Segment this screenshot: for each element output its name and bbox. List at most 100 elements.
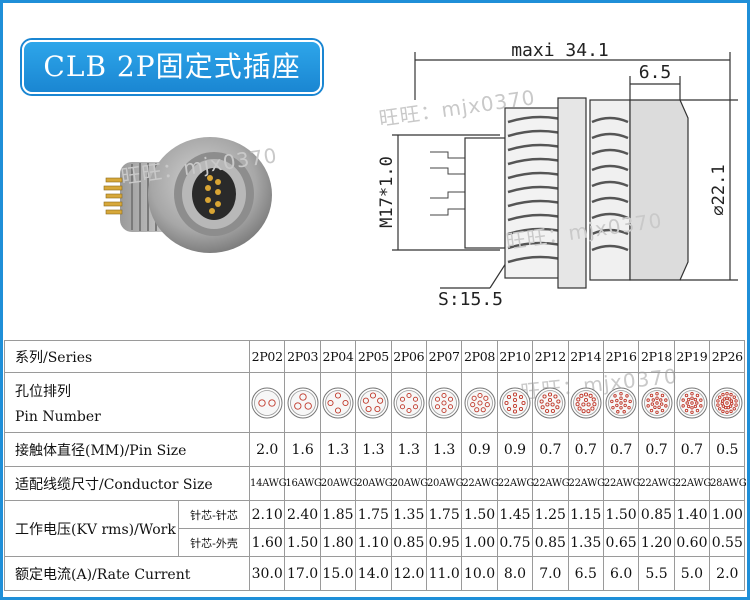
pin-layout-cell — [602, 372, 640, 433]
voltage-row-pin-pin: 工作电压(KV rms)/Work 针芯-针芯 2.10 2.40 1.85 1… — [4, 500, 746, 557]
current-row: 额定电流(A)/Rate Current 30.0 17.0 15.0 14.0… — [3, 556, 746, 591]
pin-hole — [512, 408, 517, 414]
conductor-cell: 22AWG — [532, 466, 570, 501]
pin-hole — [660, 393, 664, 397]
pin-hole — [512, 403, 517, 408]
pin-layout-icon — [570, 387, 602, 418]
pin-hole — [658, 397, 662, 402]
pin-hole — [484, 401, 490, 407]
pin-hole — [729, 403, 733, 408]
pin-hole — [734, 398, 739, 403]
pin-layout-cell — [638, 372, 675, 433]
series-cell: 2P04 — [319, 340, 357, 373]
pin-hole — [654, 400, 659, 405]
diameter-label: ⌀22.1 — [709, 164, 729, 215]
pin-size-cell: 1.3 — [390, 432, 427, 467]
pin-pin-cell: 1.15 — [567, 500, 604, 529]
pin-pin-cell: 1.45 — [496, 500, 534, 529]
pin-pin-cell: 1.75 — [355, 500, 392, 529]
current-cell: 14.0 — [355, 556, 392, 591]
pin-hole — [684, 393, 689, 397]
pin-hole — [583, 391, 588, 397]
pin-hole — [619, 391, 623, 395]
current-cell: 10.0 — [461, 556, 498, 591]
pin-hole — [471, 395, 477, 401]
conductor-cell: 16AWG — [284, 466, 322, 501]
current-cell: 6.0 — [602, 556, 640, 591]
pin-size-cell: 1.3 — [425, 432, 463, 467]
pin-hole — [615, 403, 619, 407]
pin-size-cell: 0.7 — [567, 432, 604, 467]
pin-pin-cell: 0.85 — [638, 500, 675, 529]
pin-hole — [334, 406, 342, 414]
pin-hole — [521, 400, 526, 405]
spec-table: 系列/Series 2P02 2P03 2P04 2P05 2P06 2P07 … — [3, 340, 747, 591]
pin-hole — [590, 406, 595, 411]
pin-size-cell: 0.7 — [602, 432, 640, 467]
pin-layout-icon — [711, 387, 743, 418]
pin-hole — [654, 395, 659, 400]
pin-hole — [435, 396, 441, 402]
pin-shell-cell: 1.35 — [567, 528, 604, 557]
pin-layout-cell — [390, 372, 427, 433]
pin-hole — [690, 405, 694, 409]
conductor-cell: 20AWG — [319, 466, 357, 501]
conductor-cell: 14AWG — [249, 466, 287, 501]
pin-hole — [556, 398, 561, 404]
pin-hole — [690, 395, 694, 400]
pin-shell-label: 针芯-外壳 — [177, 528, 251, 557]
pin-hole — [592, 401, 597, 406]
pin-pin-cell: 1.00 — [709, 500, 746, 529]
pin-hole — [686, 397, 691, 401]
pin-layout-icon — [676, 387, 708, 418]
series-cell: 2P05 — [355, 340, 392, 373]
pin-hole — [298, 392, 307, 401]
product-photo — [103, 137, 272, 253]
pin-layout-label-en: Pin Number — [15, 408, 101, 425]
pin-hole — [732, 406, 737, 410]
pin-hole — [729, 409, 734, 413]
pin-hole — [550, 401, 555, 407]
pin-hole — [695, 393, 700, 397]
series-cell: 2P14 — [567, 340, 604, 373]
pin-hole — [512, 391, 517, 397]
pin-shell-cell: 1.10 — [355, 528, 392, 557]
series-row: 系列/Series 2P02 2P03 2P04 2P05 2P06 2P07 … — [3, 340, 746, 373]
pin-hole — [482, 395, 488, 401]
pin-size-row: 接触体直径(MM)/Pin Size 2.0 1.6 1.3 1.3 1.3 1… — [3, 432, 746, 467]
pin-hole — [718, 406, 722, 410]
pin-hole — [615, 398, 619, 402]
current-cell: 11.0 — [425, 556, 463, 591]
pin-hole — [645, 403, 650, 408]
pin-hole — [435, 403, 441, 409]
pin-hole — [652, 405, 657, 409]
pin-hole — [586, 401, 591, 407]
pin-hole — [512, 397, 517, 402]
series-cell: 2P07 — [425, 340, 463, 373]
pin-hole — [268, 398, 276, 407]
series-cell: 2P12 — [532, 340, 569, 373]
pin-hole — [551, 408, 556, 413]
pin-hole — [545, 401, 550, 407]
pin-hole — [506, 394, 511, 399]
pin-hole — [399, 396, 405, 402]
pin-hole — [722, 396, 727, 401]
series-cell: 2P10 — [496, 340, 534, 373]
pin-layout-icon — [357, 387, 389, 418]
pin-hole — [548, 391, 553, 397]
pin-layout-row: 孔位排列 Pin Number — [3, 372, 746, 433]
pin-hole — [721, 409, 725, 413]
pin-size-cell: 0.7 — [673, 432, 711, 467]
hex-size-label: S:15.5 — [438, 289, 503, 310]
pin-layout-icon — [605, 387, 637, 418]
pin-hole — [721, 398, 725, 403]
series-cell: 2P18 — [638, 340, 675, 373]
pin-layout-icon — [499, 387, 531, 418]
pin-hole — [539, 398, 545, 404]
pin-shell-cell: 0.75 — [496, 528, 534, 557]
current-cell: 5.5 — [638, 556, 675, 591]
conductor-cell: 20AWG — [355, 466, 393, 501]
pin-pin-cell: 1.35 — [390, 500, 427, 529]
pin-hole — [575, 401, 580, 406]
pin-size-cell: 1.3 — [319, 432, 357, 467]
